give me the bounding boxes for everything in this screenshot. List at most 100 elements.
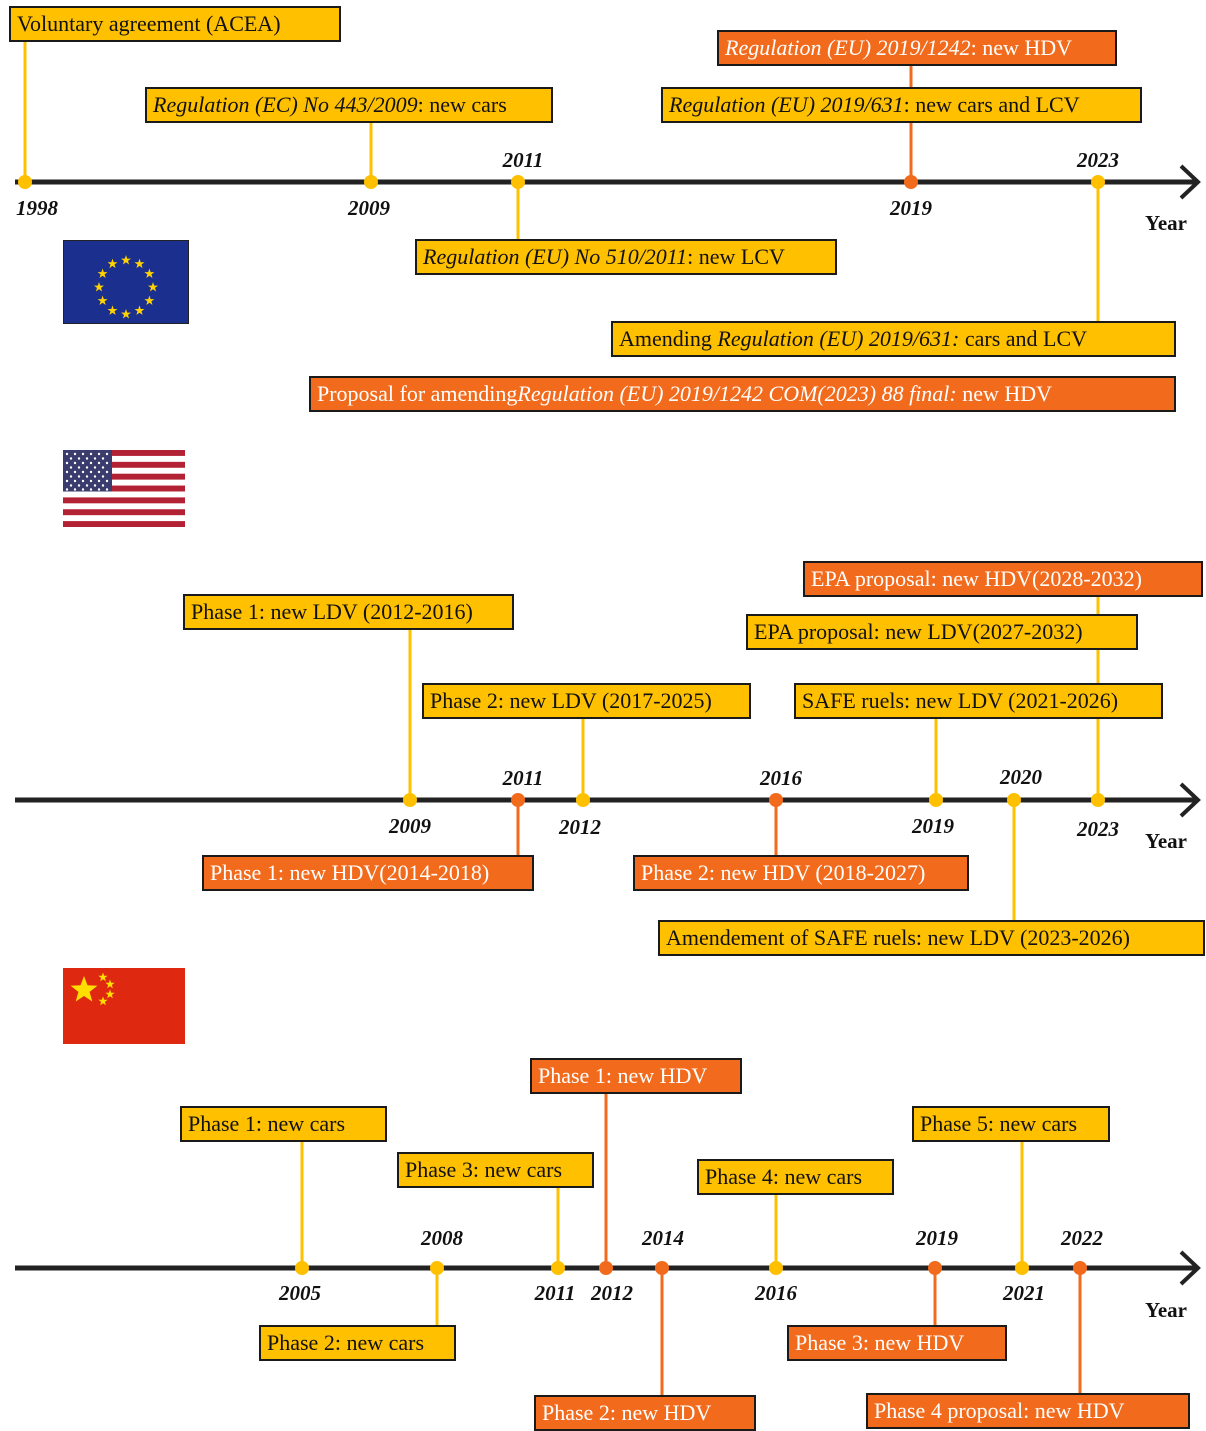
us-point-2016: [769, 793, 783, 807]
label-us-safe-rules: SAFE ruels: new LDV (2021-2026): [794, 683, 1163, 719]
us-year-2023: 2023: [1077, 817, 1119, 841]
label-scope: : new LCV: [687, 244, 785, 269]
eu-year-2011: 2011: [502, 148, 544, 172]
regulation-name: Regulation (EU) 2019/631:: [717, 326, 960, 351]
cn-year-2016: 2016: [755, 1281, 797, 1305]
label-us-phase2-ldv: Phase 2: new LDV (2017-2025): [422, 683, 751, 719]
label-scope: cars and LCV: [959, 326, 1088, 351]
label-scope: : new cars and LCV: [903, 92, 1080, 117]
cn-point-2022: [1073, 1261, 1087, 1275]
regulation-name: Regulation (EU) 2019/1242: [725, 35, 971, 60]
label-us-phase2-hdv: Phase 2: new HDV (2018-2027): [633, 855, 969, 891]
cn-point-2011: [551, 1261, 565, 1275]
cn-point-2021: [1015, 1261, 1029, 1275]
label-cn-phase1-hdv: Phase 1: new HDV: [530, 1058, 742, 1094]
regulation-name: Regulation (EU) No 510/2011: [423, 244, 688, 269]
label-text: EPA proposal: new HDV(2028-2032): [811, 566, 1142, 591]
cn-axis-arrowhead: [1179, 1250, 1201, 1286]
eu-axis-label: Year: [1145, 211, 1187, 235]
label-eu-amending-2019-631: Amending Regulation (EU) 2019/631: cars …: [611, 321, 1176, 357]
eu-year-2019: 2019: [890, 196, 932, 220]
us-point-2020: [1007, 793, 1021, 807]
label-cn-phase2-hdv: Phase 2: new HDV: [534, 1395, 756, 1431]
label-cn-phase5-cars: Phase 5: new cars: [912, 1106, 1110, 1142]
eu-point-2019: [904, 175, 918, 189]
cn-year-2012: 2012: [591, 1281, 633, 1305]
cn-year-2014: 2014: [642, 1226, 684, 1250]
eu-point-2023: [1091, 175, 1105, 189]
us-point-2019: [929, 793, 943, 807]
cn-point-2008: [430, 1261, 444, 1275]
regulation-name: Regulation (EU) 2019/1242 COM(2023) 88 f…: [517, 381, 957, 406]
label-text: Phase 1: new HDV: [538, 1063, 708, 1088]
cn-point-2012: [599, 1261, 613, 1275]
label-eu-regulation-2019-631: Regulation (EU) 2019/631: new cars and L…: [661, 87, 1142, 123]
eu-point-2011: [511, 175, 525, 189]
cn-point-2005: [295, 1261, 309, 1275]
cn-point-2014: [655, 1261, 669, 1275]
us-axis-label: Year: [1145, 829, 1187, 853]
cn-point-2019: [928, 1261, 942, 1275]
label-us-amendment-safe-rules: Amendement of SAFE ruels: new LDV (2023-…: [658, 920, 1205, 956]
cn-year-2011: 2011: [534, 1281, 576, 1305]
us-flag: [63, 450, 185, 527]
cn-year-2022: 2022: [1061, 1226, 1103, 1250]
label-text: Phase 1: new HDV(2014-2018): [210, 860, 490, 885]
eu-year-1998: 1998: [16, 196, 58, 220]
regulation-name: Regulation (EU) 2019/631: [669, 92, 904, 117]
us-point-2011: [511, 793, 525, 807]
cn-year-2008: 2008: [421, 1226, 463, 1250]
regulation-name: Regulation (EC) No 443/2009: [153, 92, 418, 117]
label-eu-acea-voluntary-agreement: Voluntary agreement (ACEA): [9, 6, 341, 42]
label-us-phase1-hdv: Phase 1: new HDV(2014-2018): [202, 855, 534, 891]
us-year-2019: 2019: [912, 814, 954, 838]
label-eu-proposal-amending-2019-1242: Proposal for amendingRegulation (EU) 201…: [309, 376, 1176, 412]
label-cn-phase4-proposal-hdv: Phase 4 proposal: new HDV: [866, 1393, 1190, 1429]
label-prefix: Amending: [619, 326, 718, 351]
label-text: Phase 1: new cars: [188, 1111, 346, 1136]
cn-year-2021: 2021: [1003, 1281, 1045, 1305]
eu-point-1998: [18, 175, 32, 189]
label-text: Phase 2: new cars: [267, 1330, 425, 1355]
us-year-2020: 2020: [1000, 765, 1042, 789]
label-eu-regulation-510-2011: Regulation (EU) No 510/2011: new LCV: [415, 239, 837, 275]
label-us-epa-proposal-ldv: EPA proposal: new LDV(2027-2032): [746, 614, 1138, 650]
label-eu-regulation-443-2009: Regulation (EC) No 443/2009: new cars: [145, 87, 553, 123]
us-year-2016: 2016: [760, 766, 802, 790]
label-text: Phase 4 proposal: new HDV: [874, 1398, 1125, 1423]
china-flag: [63, 968, 185, 1044]
label-eu-regulation-2019-1242: Regulation (EU) 2019/1242: new HDV: [717, 30, 1117, 66]
label-text: EPA proposal: new LDV(2027-2032): [754, 619, 1083, 644]
cn-year-2019: 2019: [916, 1226, 958, 1250]
us-year-2011: 2011: [502, 766, 544, 790]
label-scope: : new cars: [417, 92, 507, 117]
label-scope: : new HDV: [970, 35, 1073, 60]
label-text: Phase 2: new LDV (2017-2025): [430, 688, 712, 713]
eu-axis-arrowhead: [1179, 164, 1201, 200]
label-text: Voluntary agreement (ACEA): [17, 11, 281, 36]
label-us-epa-proposal-hdv: EPA proposal: new HDV(2028-2032): [803, 561, 1203, 597]
label-text: Phase 2: new HDV: [542, 1400, 712, 1425]
label-text: Phase 5: new cars: [920, 1111, 1078, 1136]
cn-axis-label: Year: [1145, 1298, 1187, 1322]
label-prefix: Proposal for amending: [317, 381, 518, 406]
label-cn-phase3-cars: Phase 3: new cars: [397, 1152, 594, 1188]
label-text: Phase 4: new cars: [705, 1164, 863, 1189]
label-text: Phase 1: new LDV (2012-2016): [191, 599, 473, 624]
label-cn-phase4-cars: Phase 4: new cars: [697, 1159, 894, 1195]
label-text: Phase 3: new HDV: [795, 1330, 965, 1355]
label-scope: new HDV: [956, 381, 1053, 406]
us-point-2009: [403, 793, 417, 807]
cn-year-2005: 2005: [279, 1281, 321, 1305]
us-year-2009: 2009: [389, 814, 431, 838]
label-cn-phase1-cars: Phase 1: new cars: [180, 1106, 387, 1142]
label-cn-phase2-cars: Phase 2: new cars: [259, 1325, 456, 1361]
label-us-phase1-ldv: Phase 1: new LDV (2012-2016): [183, 594, 514, 630]
label-cn-phase3-hdv: Phase 3: new HDV: [787, 1325, 1007, 1361]
label-text: Phase 2: new HDV (2018-2027): [641, 860, 926, 885]
eu-flag: [63, 240, 189, 324]
cn-point-2016: [769, 1261, 783, 1275]
eu-year-2009: 2009: [348, 196, 390, 220]
